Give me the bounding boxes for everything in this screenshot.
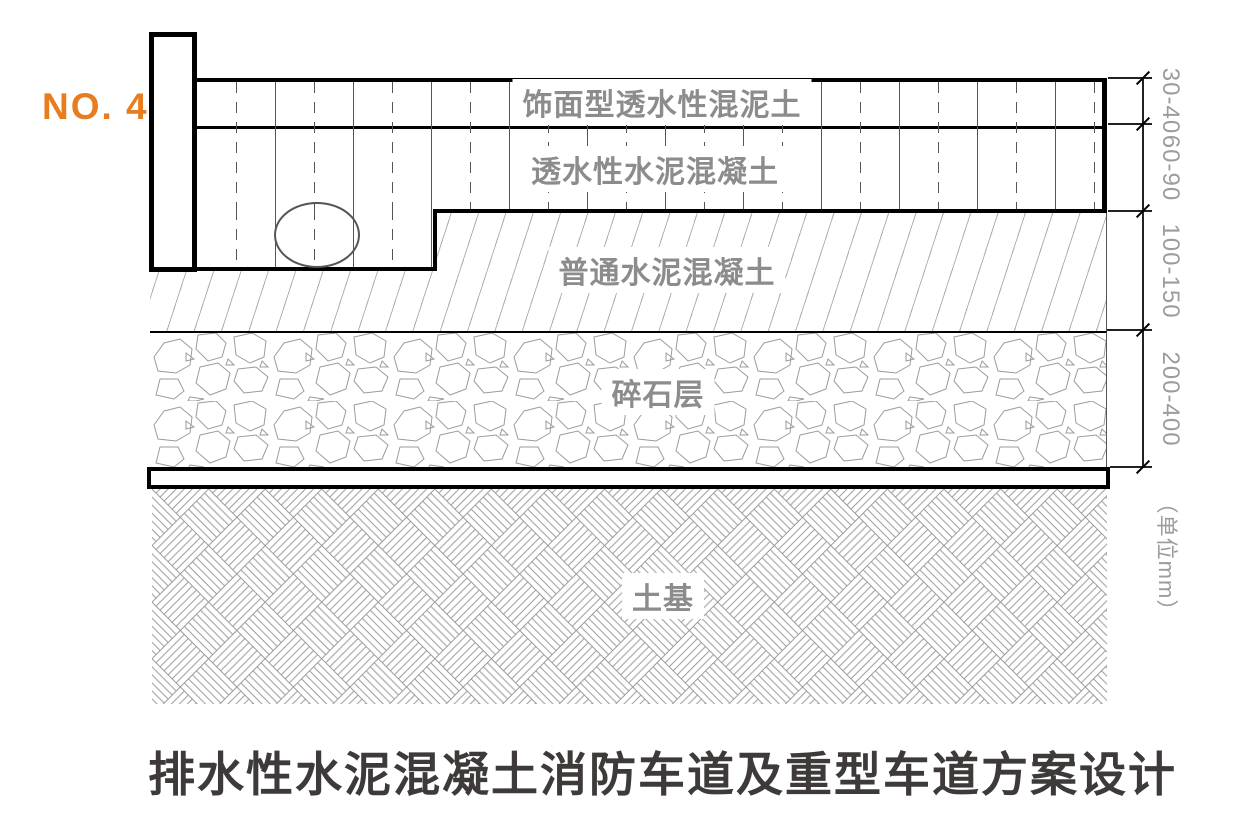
unit-note: （单位mm） bbox=[1154, 491, 1179, 623]
joint-line bbox=[1055, 82, 1056, 213]
joint-line bbox=[431, 209, 432, 267]
joint-line bbox=[509, 82, 510, 213]
extension-line-3 bbox=[1108, 210, 1152, 212]
geotextile-band bbox=[147, 467, 1110, 489]
joint-line bbox=[899, 82, 900, 213]
thickness-dim-layer4: 200-400 bbox=[1157, 351, 1184, 447]
joint-line bbox=[392, 209, 393, 267]
joint-line bbox=[431, 82, 432, 213]
extension-line-4 bbox=[1107, 329, 1152, 331]
joint-line bbox=[275, 82, 276, 213]
joint-line bbox=[1016, 82, 1017, 213]
layer4-label: 碎石层 bbox=[601, 369, 715, 415]
joint-line bbox=[938, 82, 939, 213]
joint-line bbox=[470, 82, 471, 213]
thickness-dim-layer3: 100-150 bbox=[1157, 223, 1184, 319]
slab-bottom-line bbox=[435, 209, 1107, 213]
layer-divider-line bbox=[195, 126, 1102, 129]
layer2-label: 透水性水泥混凝土 bbox=[521, 146, 789, 192]
extension-line-5 bbox=[1110, 466, 1152, 468]
joint-line bbox=[392, 82, 393, 213]
joint-line bbox=[314, 82, 315, 213]
thickness-dim-layer2: 60-90 bbox=[1157, 134, 1184, 202]
layer3-label: 普通水泥混凝土 bbox=[548, 247, 786, 293]
joint-line bbox=[977, 82, 978, 213]
layer5-label: 土基 bbox=[622, 573, 704, 619]
curb-block bbox=[149, 32, 197, 272]
joint-line bbox=[353, 82, 354, 213]
extension-line-2 bbox=[1108, 123, 1152, 125]
joint-line bbox=[821, 82, 822, 213]
joint-line bbox=[236, 82, 237, 213]
drain-pipe-ellipse bbox=[274, 202, 360, 268]
extension-line-1 bbox=[1108, 77, 1152, 79]
drawing-title: 排水性水泥混凝土消防车道及重型车道方案设计 bbox=[148, 748, 1177, 801]
thickness-dim-layer1: 30-40 bbox=[1157, 67, 1184, 135]
drawing-number: NO. 4 bbox=[42, 86, 149, 127]
layer1-label: 饰面型透水性混泥土 bbox=[512, 79, 812, 125]
joint-line bbox=[236, 209, 237, 267]
dimension-line bbox=[1142, 78, 1144, 468]
joint-line bbox=[860, 82, 861, 213]
joint-line bbox=[1094, 82, 1095, 213]
